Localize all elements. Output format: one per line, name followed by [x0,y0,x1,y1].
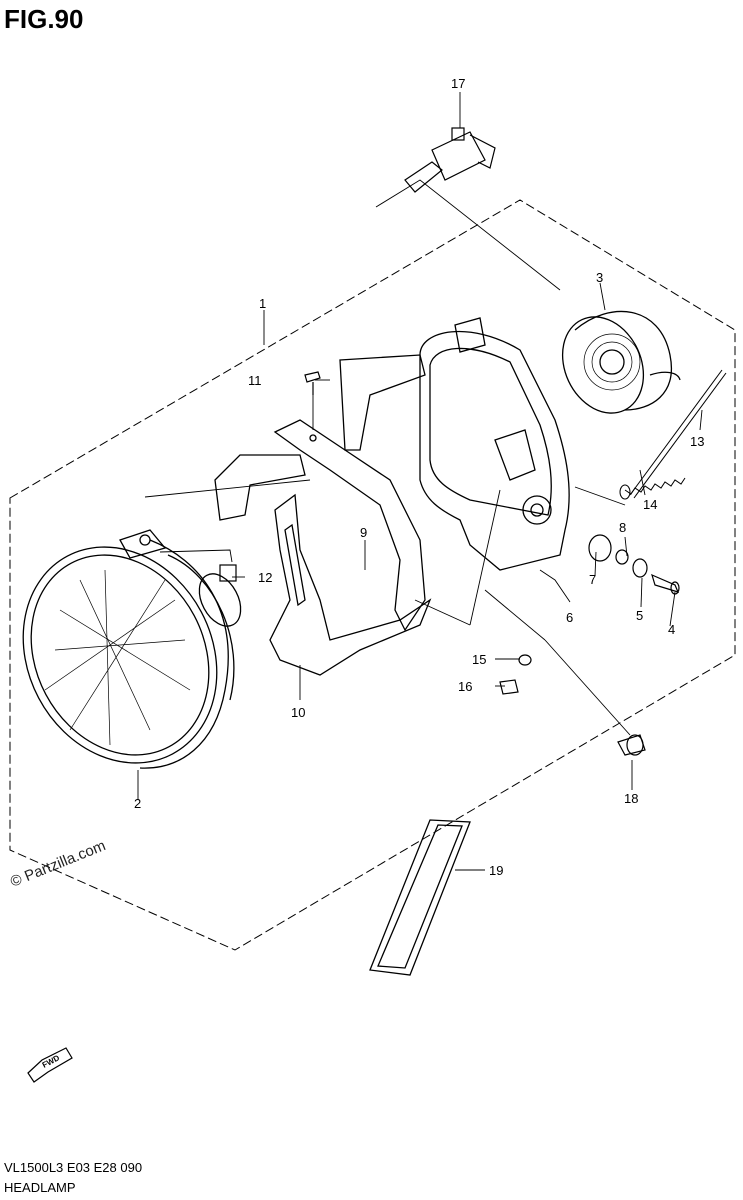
small-fasteners [588,534,680,595]
side-reflector [369,819,471,976]
leader-lines [137,92,703,871]
callout-label: 14 [643,497,657,512]
callout-label: 2 [134,796,141,811]
callout-label: 1 [259,296,266,311]
callout-label: 8 [619,520,626,535]
nut-and-screw [219,371,321,582]
callout-label: 12 [258,570,272,585]
callout-label: 19 [489,863,503,878]
model-code: VL1500L3 E03 E28 090 [4,1160,143,1175]
part-callouts: 1 2 3 4 5 6 7 8 9 10 11 12 13 14 15 16 1… [134,76,704,878]
callout-label: 6 [566,610,573,625]
section-name: HEADLAMP [4,1180,76,1195]
callout-label: 10 [291,705,305,720]
pin-bolt [499,654,646,756]
bulb [404,127,496,193]
callout-label: 5 [636,608,643,623]
socket-cover [561,310,681,414]
callout-label: 3 [596,270,603,285]
assembly-outline [9,199,736,951]
adjuster-spring-screw [619,369,727,500]
lower-bracket [269,493,432,676]
callout-label: 13 [690,434,704,449]
callout-label: 4 [668,622,675,637]
figure-title: FIG.90 [4,4,84,34]
callout-label: 18 [624,791,638,806]
headlamp-unit [22,529,242,769]
mounting-bracket [214,354,426,632]
callout-label: 9 [360,525,367,540]
callout-label: 16 [458,679,472,694]
callout-label: 15 [472,652,486,667]
callout-label: 7 [589,572,596,587]
callout-label: 11 [248,373,262,388]
callout-label: 17 [451,76,465,91]
forward-direction-arrow-icon: FWD [27,1047,73,1083]
headlamp-frame [419,317,570,571]
